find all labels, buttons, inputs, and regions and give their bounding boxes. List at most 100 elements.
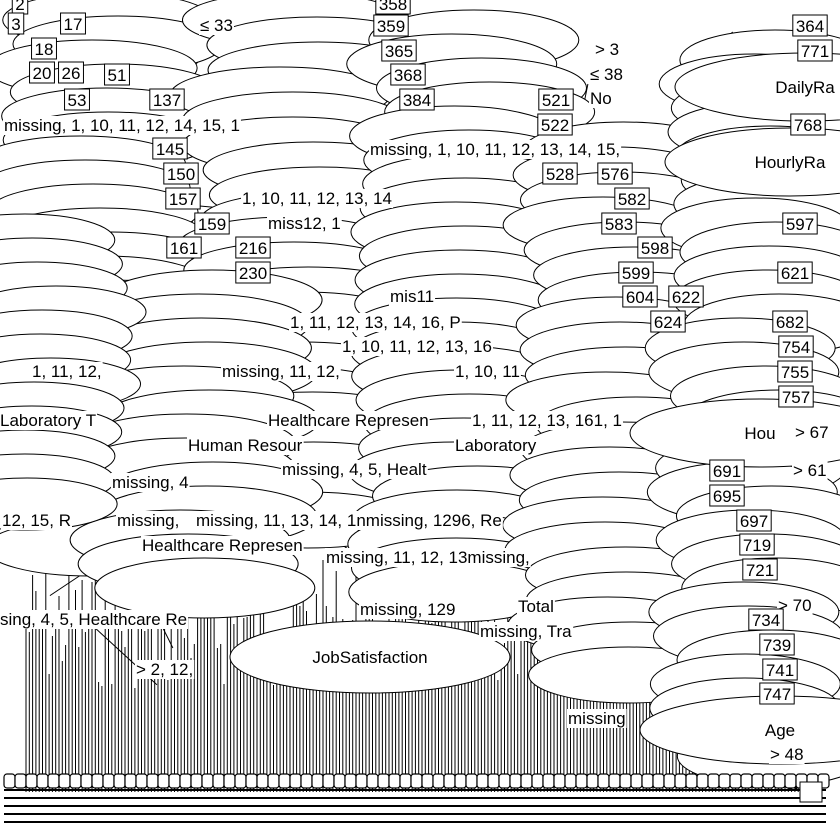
node-label: HourlyRa <box>755 153 826 172</box>
terminal-node <box>256 773 269 789</box>
node-id-box <box>759 682 795 705</box>
terminal-node <box>652 773 665 789</box>
label-background <box>289 313 462 332</box>
edge-label: > 67 <box>795 423 829 442</box>
label-background <box>0 411 98 430</box>
label-background <box>267 411 430 430</box>
node-id-label: 26 <box>62 64 81 83</box>
label-background <box>479 622 574 641</box>
edge-label: missing, 129 <box>360 600 455 619</box>
terminal-node <box>113 773 126 789</box>
node-id-label: 384 <box>403 91 431 110</box>
node-id-label: 739 <box>763 636 791 655</box>
terminal-node <box>223 773 236 789</box>
node-id-box <box>149 88 185 111</box>
node-id-box <box>7 12 25 35</box>
node-id-box <box>622 285 658 308</box>
label-background <box>454 436 538 455</box>
node-label: Laboratory T <box>0 411 96 430</box>
terminal-node <box>333 773 346 789</box>
node-id-label: 137 <box>153 91 181 110</box>
terminal-node <box>707 773 720 789</box>
terminal-node <box>377 773 390 789</box>
terminal-node <box>729 773 742 789</box>
node-id-box <box>165 187 201 210</box>
label-background <box>794 423 830 442</box>
terminal-node <box>476 773 489 789</box>
terminal-node <box>399 773 412 789</box>
label-background <box>594 40 621 59</box>
node-label: Hou <box>744 424 775 443</box>
edge-label: sing, 4, 5, Healthcare Re <box>0 610 187 629</box>
node-id-label: 51 <box>108 66 127 85</box>
terminal-node <box>520 773 533 789</box>
node-id-label: 159 <box>198 215 226 234</box>
terminal-node <box>289 773 302 789</box>
terminal-node <box>630 773 643 789</box>
terminal-node <box>47 773 60 789</box>
terminal-node <box>69 773 82 789</box>
terminal-node <box>3 773 16 789</box>
terminal-node <box>201 773 214 789</box>
terminal-node <box>542 773 555 789</box>
node-id-box <box>538 88 574 111</box>
node-id-label: 599 <box>622 264 650 283</box>
terminal-node <box>487 773 500 789</box>
label-background <box>369 140 622 159</box>
label-background <box>769 745 805 764</box>
node-id-label: 754 <box>782 338 810 357</box>
node-id-box <box>104 63 130 86</box>
node-id-box <box>790 113 826 136</box>
label-background <box>116 511 181 530</box>
edge-label: > 3 <box>595 40 619 59</box>
terminal-node <box>685 773 698 789</box>
node-id-box <box>601 212 637 235</box>
edge-label: missing, <box>117 511 179 530</box>
node-id-box <box>194 212 230 235</box>
terminal-node <box>25 773 38 789</box>
node-label: Human Resour <box>188 436 303 455</box>
terminal-node <box>421 773 434 789</box>
label-background <box>3 116 241 135</box>
terminal-node <box>553 773 566 789</box>
node-id-box <box>709 459 745 482</box>
label-background <box>777 596 813 615</box>
node-id-box <box>782 212 818 235</box>
node-id-label: 53 <box>68 91 87 110</box>
node-id-label: 695 <box>713 487 741 506</box>
inner-node <box>229 620 511 694</box>
node-id-box <box>777 360 813 383</box>
label-background <box>792 461 828 480</box>
node-id-label: 528 <box>546 165 574 184</box>
edge-label: missing, 11, 12, 13missing, <box>326 548 530 567</box>
inner-node <box>629 398 840 468</box>
terminal-node <box>454 773 467 789</box>
node-id-box <box>390 63 426 86</box>
node-id-box <box>797 39 833 62</box>
terminal-node <box>718 773 731 789</box>
node-id-label: 768 <box>794 116 822 135</box>
edge-label: > 48 <box>770 745 804 764</box>
node-id-label: 734 <box>752 611 780 630</box>
terminal-node <box>432 773 445 789</box>
node-id-label: 216 <box>239 239 267 258</box>
label-background <box>325 548 531 567</box>
node-id-label: 576 <box>601 165 629 184</box>
node-id-label: 719 <box>743 536 771 555</box>
node-id-box <box>373 14 409 37</box>
terminal-node <box>80 773 93 789</box>
terminal-node <box>740 773 753 789</box>
node-id-label: 157 <box>169 190 197 209</box>
node-id-label: 604 <box>626 288 654 307</box>
inner-node <box>94 557 316 619</box>
node-id-label: 624 <box>654 313 682 332</box>
terminal-node <box>234 773 247 789</box>
node-id-label: 691 <box>713 462 741 481</box>
terminal-node <box>300 773 313 789</box>
edge-label: 1, 11, 12, <box>32 362 102 381</box>
terminal-node <box>465 773 478 789</box>
terminal-node <box>531 773 544 789</box>
terminal-node <box>564 773 577 789</box>
terminal-node <box>212 773 225 789</box>
